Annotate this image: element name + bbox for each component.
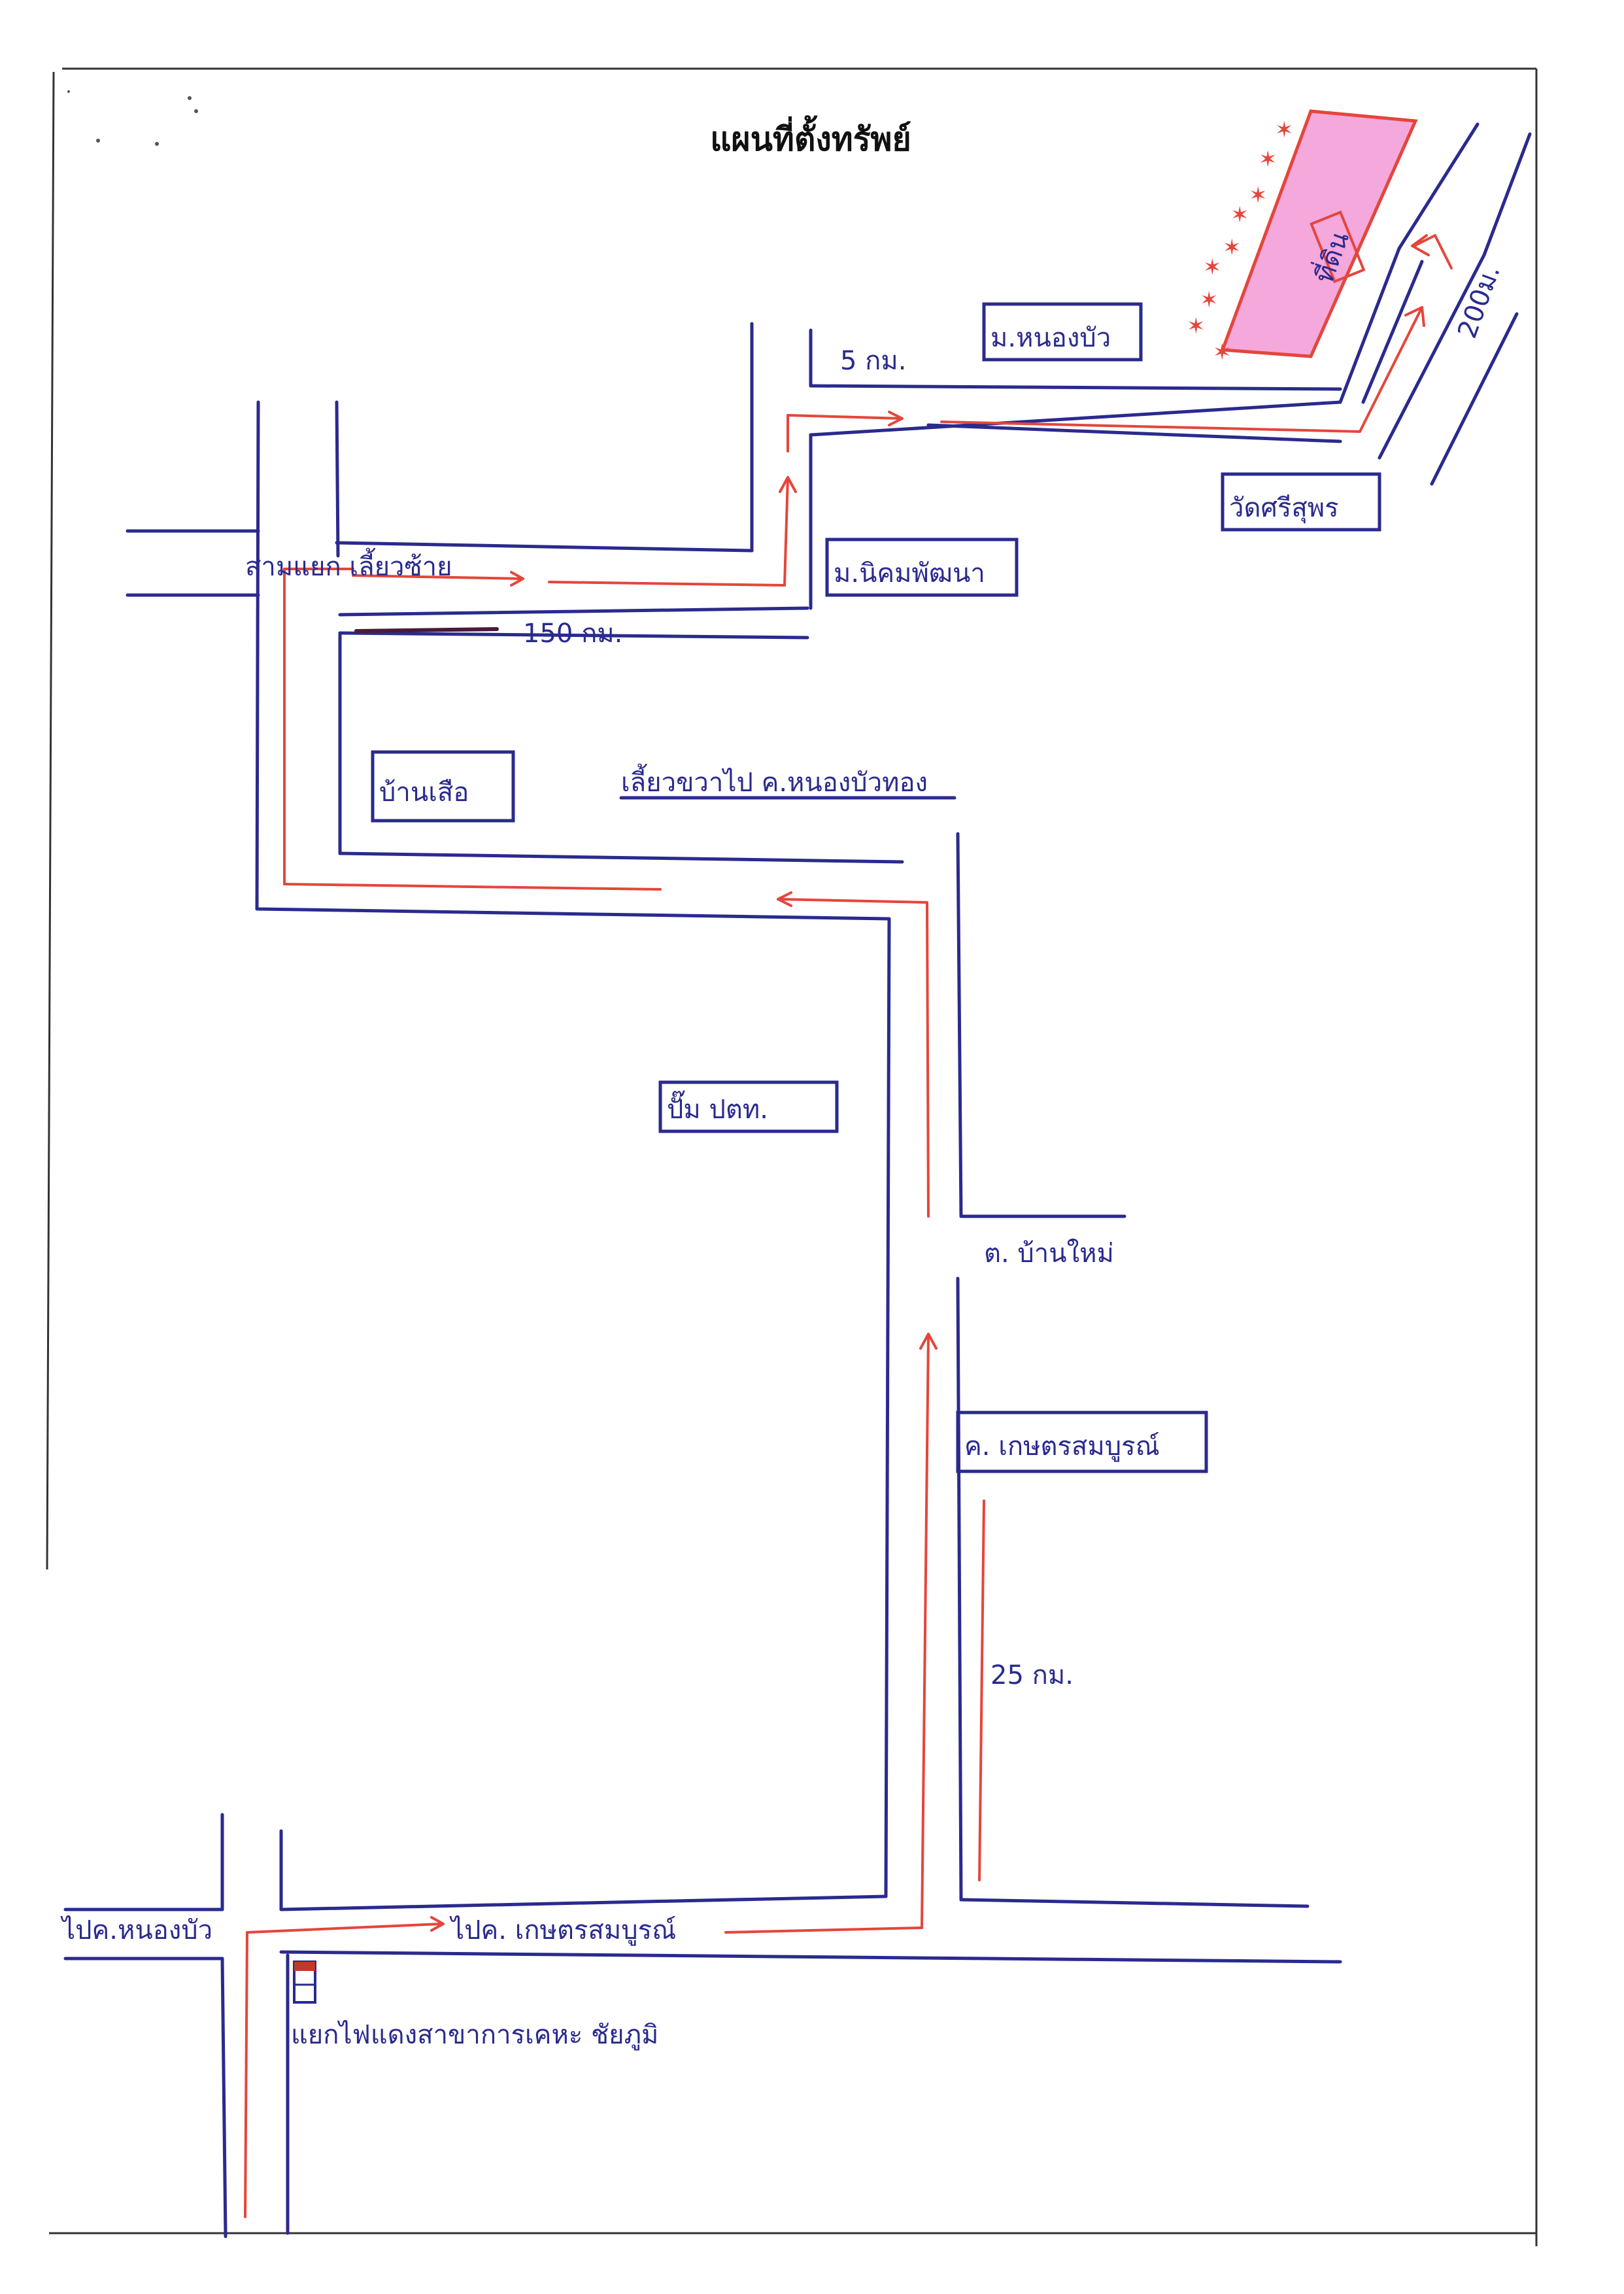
label-pump-ptt: ปั๊ม ปตท. xyxy=(667,1090,768,1125)
box-moo-nakhonphatthana xyxy=(825,538,1019,597)
svg-text:✶: ✶ xyxy=(1213,339,1232,366)
svg-text:✶: ✶ xyxy=(1200,287,1219,313)
label-samyaek-turn-left: สามแยก เลี้ยวซ้าย xyxy=(245,547,452,582)
label-dist-5km: 5 กม. xyxy=(840,346,906,376)
box-wat-srisuphon xyxy=(1221,472,1381,532)
route xyxy=(244,234,1453,2218)
property-site: ที่ดิน xyxy=(1220,109,1418,358)
label-dist-150km: 150 กม. xyxy=(523,619,622,649)
star-icon: ✶ ✶ ✶ ✶ ✶ ✶ ✶ ✶ ✶ xyxy=(1187,117,1294,366)
map-title: แผนที่ตั้งทรัพย์ xyxy=(710,115,911,158)
svg-text:✶: ✶ xyxy=(1187,313,1206,339)
label-wat-srisuphon: วัดศรีสุพร xyxy=(1229,493,1339,524)
bus-stop-icon xyxy=(293,1960,316,2004)
box-ban-suea xyxy=(371,750,515,823)
label-ban-suea: บ้านเสือ xyxy=(379,778,469,808)
svg-text:✶: ✶ xyxy=(1230,202,1249,228)
svg-text:✶: ✶ xyxy=(1203,254,1222,281)
label-turn-right-nongbua: เลี้ยวขวาไป ค.หนองบัวทอง xyxy=(621,763,928,798)
box-moo-nongbua xyxy=(982,302,1143,362)
page-frame xyxy=(46,67,1538,2246)
box-kaset-sombun xyxy=(956,1411,1208,1473)
svg-text:✶: ✶ xyxy=(1249,182,1268,209)
label-to-nongbo: ไปค.หนองบัว xyxy=(60,1915,212,1945)
svg-text:✶: ✶ xyxy=(1259,146,1277,173)
label-tambon-banmai: ต. บ้านใหม่ xyxy=(984,1238,1114,1269)
svg-text:✶: ✶ xyxy=(1223,235,1242,261)
label-moo-nongbua: ม.หนองบัว xyxy=(990,323,1111,353)
label-bus-stop: แยกไฟแดงสาขาการเคหะ ชัยภูมิ xyxy=(291,2020,658,2050)
stray-marks xyxy=(67,90,198,146)
roads xyxy=(63,122,1532,2238)
box-pump-ptt xyxy=(658,1080,839,1133)
label-dist-25km: 25 กม. xyxy=(990,1660,1074,1690)
label-to-kaset-sombun: ไปค. เกษตรสมบูรณ์ xyxy=(449,1915,676,1945)
label-kaset-sombun: ค. เกษตรสมบูรณ์ xyxy=(964,1431,1160,1462)
svg-text:✶: ✶ xyxy=(1275,117,1294,143)
label-moo-nakhonphatthana: ม.นิคมพัฒนา xyxy=(834,558,985,589)
